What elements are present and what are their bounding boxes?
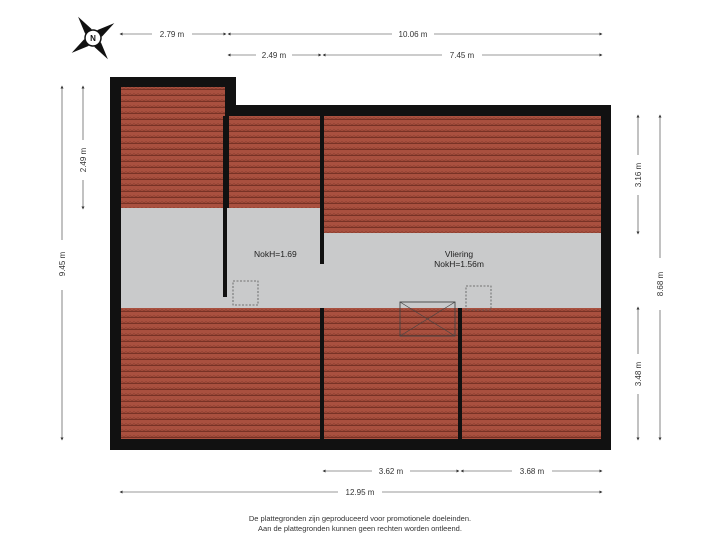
disclaimer: De plattegronden zijn geproduceerd voor … — [0, 514, 720, 534]
skylight-left — [232, 280, 259, 306]
dim-top-mid: 2.49 m — [262, 51, 287, 60]
dim-top-row-1: 2.79 m 10.06 m — [119, 30, 603, 39]
dim-left: 2.49 m 9.45 m — [58, 85, 88, 441]
dim-top-left: 2.79 m — [160, 30, 185, 39]
dim-right: 3.16 m 8.68 m 3.48 m — [634, 114, 665, 441]
roof-top-right — [324, 116, 601, 233]
skylight-right — [465, 285, 492, 311]
dim-top-right: 7.45 m — [450, 51, 475, 60]
roof-bottom-left — [121, 308, 320, 439]
dim-top-total: 10.06 m — [399, 30, 428, 39]
room-right-height: NokH=1.56m — [434, 259, 484, 269]
room-right-name: Vliering — [445, 249, 474, 259]
room-left-height: NokH=1.69 — [254, 249, 297, 259]
attic-floor — [121, 208, 601, 308]
dim-bottom-total: 12.95 m — [346, 488, 375, 497]
dim-left-upper: 2.49 m — [79, 147, 88, 172]
dim-bottom-right: 3.68 m — [520, 467, 545, 476]
dim-right-upper: 3.16 m — [634, 162, 643, 187]
interior-wall-upper-middle — [320, 116, 324, 264]
disclaimer-line-1: De plattegronden zijn geproduceerd voor … — [248, 514, 472, 523]
compass-label: N — [90, 34, 96, 43]
disclaimer-line-2: Aan de plattegronden kunnen geen rechten… — [258, 524, 462, 533]
interior-wall-lower-right — [458, 335, 462, 439]
roof-bottom-right — [462, 308, 601, 439]
dim-left-total: 9.45 m — [58, 251, 67, 276]
interior-wall-lower-middle — [320, 312, 324, 439]
interior-wall-left — [223, 116, 227, 297]
dim-bottom-mid: 3.62 m — [379, 467, 404, 476]
dim-right-total: 8.68 m — [656, 271, 665, 296]
attic-hatch — [399, 301, 456, 337]
compass-north-icon: N — [71, 16, 115, 60]
dim-bottom: 3.62 m 3.68 m 12.95 m — [119, 467, 603, 497]
dim-right-lower: 3.48 m — [634, 361, 643, 386]
roof-bottom-middle — [324, 308, 458, 439]
roof-top-middle — [229, 116, 320, 208]
roof-top-left — [121, 87, 225, 208]
dim-top-row-2: 2.49 m 7.45 m — [227, 51, 603, 60]
